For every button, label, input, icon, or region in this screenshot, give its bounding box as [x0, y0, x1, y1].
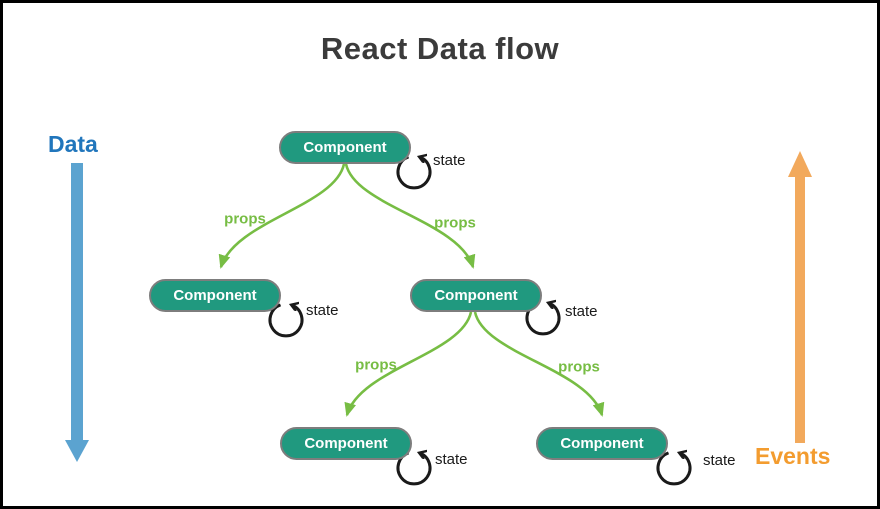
state-label: state [306, 302, 339, 319]
state-loop-icon [396, 453, 432, 486]
props-edge-label: props [224, 210, 266, 228]
component-node-child-right: Component [410, 279, 542, 312]
data-flow-arrow-icon [65, 163, 89, 462]
props-edge-label: props [355, 356, 397, 374]
state-loop-icon [656, 453, 692, 486]
component-node-grandchild-left: Component [280, 427, 412, 460]
events-flow-label: Events [755, 443, 831, 469]
state-label: state [435, 451, 468, 468]
component-node-root: Component [279, 131, 411, 164]
edge-root-to-child-left [218, 163, 346, 269]
props-edge-label: props [558, 358, 600, 376]
state-label: state [565, 303, 598, 320]
state-loop-icon [396, 157, 432, 190]
edge-child-right-to-grandchild-right [473, 311, 605, 417]
props-edge-label: props [434, 214, 476, 232]
state-label: state [433, 152, 466, 169]
state-label: state [703, 452, 736, 469]
component-node-child-left: Component [149, 279, 281, 312]
page-title: React Data flow [320, 31, 560, 66]
diagram-graphics [65, 151, 812, 486]
events-flow-arrow-icon [788, 151, 812, 443]
edge-child-right-to-grandchild-left [344, 311, 473, 417]
edge-root-to-child-right [344, 163, 476, 269]
component-node-grandchild-right: Component [536, 427, 668, 460]
state-loop-icon [268, 305, 304, 338]
data-flow-label: Data [48, 131, 98, 157]
